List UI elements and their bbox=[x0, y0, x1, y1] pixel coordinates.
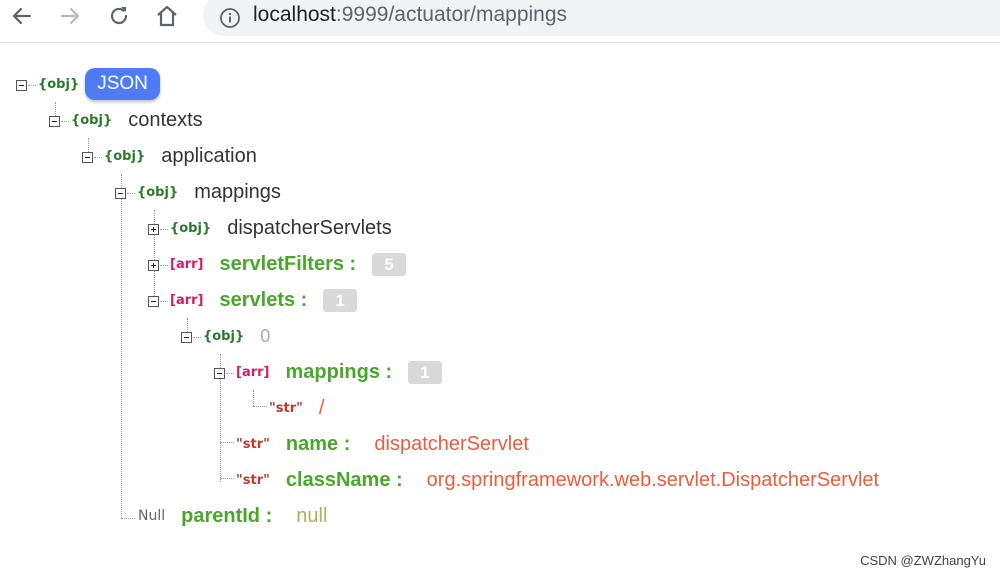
tree-node-class-name[interactable]: "str" className : org.springframework.we… bbox=[236, 468, 879, 492]
tree-connector bbox=[220, 442, 234, 443]
type-tag: {obj} bbox=[203, 328, 245, 344]
tree-guide bbox=[154, 210, 155, 298]
tree-node-dispatcher-servlets[interactable]: {obj} dispatcherServlets bbox=[170, 216, 392, 240]
arrow-right-icon bbox=[60, 7, 80, 25]
node-value: org.springframework.web.servlet.Dispatch… bbox=[426, 468, 880, 491]
node-key: contexts bbox=[128, 108, 203, 131]
count-badge: 5 bbox=[372, 252, 406, 276]
tree-node-slash-value[interactable]: "str" / bbox=[269, 396, 324, 420]
node-key: servlets : bbox=[219, 288, 308, 311]
node-key: dispatcherServlets bbox=[227, 216, 392, 239]
type-tag: {obj} bbox=[170, 220, 212, 236]
tree-connector bbox=[220, 478, 234, 479]
tree-connector bbox=[160, 265, 168, 266]
tree-node-inner-mappings[interactable]: [arr] mappings : 1 bbox=[236, 360, 442, 384]
collapse-toggle-servlets[interactable] bbox=[148, 296, 159, 307]
tree-node-mappings[interactable]: {obj} mappings bbox=[137, 180, 281, 204]
node-index: 0 bbox=[260, 325, 271, 346]
node-key: mappings bbox=[194, 180, 281, 203]
count-badge: 1 bbox=[408, 360, 442, 384]
type-tag: Null bbox=[138, 508, 166, 524]
node-key: className : bbox=[285, 468, 403, 491]
reload-button[interactable] bbox=[106, 3, 132, 29]
tree-connector bbox=[127, 193, 135, 194]
node-key: parentId : bbox=[181, 504, 273, 527]
collapse-toggle-item-0[interactable] bbox=[181, 332, 192, 343]
info-icon[interactable] bbox=[219, 7, 241, 29]
type-tag: [arr] bbox=[170, 292, 204, 308]
tree-connector bbox=[253, 406, 267, 407]
address-bar[interactable]: localhost:9999/actuator/mappings bbox=[203, 0, 1000, 36]
url-host: localhost bbox=[253, 3, 336, 26]
json-tree-viewer: {obj} JSON {obj} contexts {obj} applicat… bbox=[0, 42, 1000, 578]
node-value: dispatcherServlet bbox=[374, 432, 529, 455]
type-tag: {obj} bbox=[137, 184, 179, 200]
tree-node-servlets[interactable]: [arr] servlets : 1 bbox=[170, 288, 357, 312]
collapse-toggle-root[interactable] bbox=[16, 80, 27, 91]
home-icon bbox=[157, 5, 177, 27]
reload-icon bbox=[110, 7, 128, 25]
tree-node-servlet-filters[interactable]: [arr] servletFilters : 5 bbox=[170, 252, 406, 276]
tree-node-name[interactable]: "str" name : dispatcherServlet bbox=[236, 432, 529, 456]
tree-guide bbox=[55, 102, 56, 118]
type-tag: {obj} bbox=[38, 76, 80, 92]
type-tag: {obj} bbox=[104, 148, 146, 164]
tree-guide bbox=[253, 390, 254, 406]
tree-node-parent-id[interactable]: Null parentId : null bbox=[138, 504, 327, 528]
node-key: name : bbox=[285, 432, 351, 455]
tree-node-item-0[interactable]: {obj} 0 bbox=[203, 324, 270, 348]
tree-node-contexts[interactable]: {obj} contexts bbox=[71, 108, 203, 132]
home-button[interactable] bbox=[154, 3, 180, 29]
tree-guide bbox=[187, 318, 188, 334]
type-tag: "str" bbox=[236, 436, 270, 452]
node-value: null bbox=[296, 504, 328, 527]
type-tag: [arr] bbox=[236, 364, 270, 380]
forward-button[interactable] bbox=[57, 3, 83, 29]
tree-guide bbox=[220, 354, 221, 482]
collapse-toggle-contexts[interactable] bbox=[49, 116, 60, 127]
type-tag: "str" bbox=[269, 400, 303, 416]
type-tag: [arr] bbox=[170, 256, 204, 272]
collapse-toggle-mappings[interactable] bbox=[115, 188, 126, 199]
type-tag: {obj} bbox=[71, 112, 113, 128]
tree-connector bbox=[121, 518, 135, 519]
tree-guide bbox=[121, 174, 122, 518]
tree-guide bbox=[88, 138, 89, 154]
tree-connector bbox=[226, 373, 234, 374]
collapse-toggle-application[interactable] bbox=[82, 152, 93, 163]
tree-connector bbox=[193, 337, 201, 338]
url-text[interactable]: localhost:9999/actuator/mappings bbox=[253, 3, 567, 27]
type-tag: "str" bbox=[236, 472, 270, 488]
tree-node-application[interactable]: {obj} application bbox=[104, 144, 257, 168]
tree-connector bbox=[28, 85, 36, 86]
back-button[interactable] bbox=[9, 3, 35, 29]
expand-toggle-servlet-filters[interactable] bbox=[148, 260, 159, 271]
tree-connector bbox=[160, 229, 168, 230]
node-key: application bbox=[161, 144, 257, 167]
browser-toolbar: localhost:9999/actuator/mappings bbox=[0, 0, 1000, 43]
count-badge: 1 bbox=[323, 288, 357, 312]
node-value: / bbox=[318, 396, 325, 419]
url-path: :9999/actuator/mappings bbox=[335, 3, 568, 26]
collapse-toggle-inner-mappings[interactable] bbox=[214, 368, 225, 379]
tree-node-root[interactable]: {obj} JSON bbox=[38, 68, 160, 100]
node-key: mappings : bbox=[285, 360, 393, 383]
tree-connector bbox=[61, 121, 69, 122]
arrow-left-icon bbox=[12, 7, 32, 25]
watermark: CSDN @ZWZhangYu bbox=[860, 553, 986, 568]
tree-connector bbox=[160, 301, 168, 302]
node-key: servletFilters : bbox=[219, 252, 357, 275]
json-root-badge[interactable]: JSON bbox=[85, 68, 160, 100]
expand-toggle-dispatcher-servlets[interactable] bbox=[148, 224, 159, 235]
tree-connector bbox=[94, 157, 102, 158]
